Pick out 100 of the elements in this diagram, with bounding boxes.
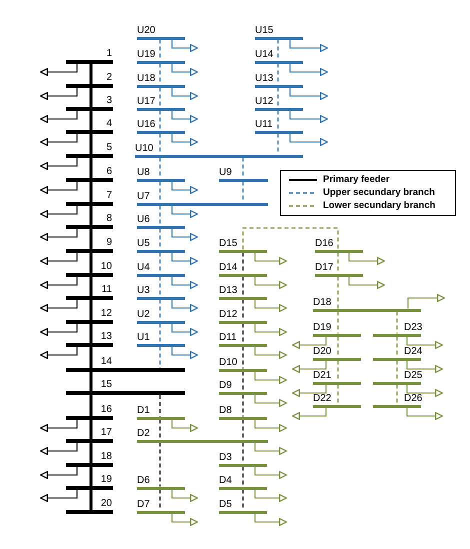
load-symbol [435, 389, 443, 397]
branch-line [159, 324, 161, 344]
bus-label: U12 [255, 96, 274, 106]
load-symbol [279, 399, 287, 407]
load-symbol [40, 68, 48, 76]
bus-label: U19 [137, 50, 156, 60]
load-line [300, 384, 327, 394]
load-line [48, 420, 78, 429]
load-line [48, 300, 78, 309]
load-symbol [40, 447, 48, 455]
load-line [406, 336, 435, 346]
bus-label: U4 [137, 262, 150, 272]
bus-label: D24 [404, 346, 422, 356]
feeder-line [90, 420, 92, 439]
bus-label: D5 [219, 500, 232, 510]
bus-label: U6 [137, 214, 150, 224]
bus-label: U7 [137, 192, 150, 202]
feeder-line [90, 88, 92, 107]
load-line [171, 182, 190, 191]
bus-label: U11 [255, 120, 273, 130]
load-symbol [40, 257, 48, 265]
feeder-line [90, 395, 92, 416]
load-line [171, 110, 190, 120]
load-symbol [279, 494, 287, 502]
load-line [171, 324, 190, 333]
load-symbol [320, 44, 328, 52]
load-line [348, 252, 377, 262]
bus-label: D21 [313, 370, 332, 380]
load-line [48, 277, 78, 286]
bus-label: D14 [219, 262, 238, 272]
load-line [171, 300, 190, 309]
branch-line [159, 158, 161, 178]
load-line [171, 64, 190, 73]
branch-line [277, 40, 279, 60]
branch-line [277, 64, 279, 84]
load-line [171, 252, 190, 262]
bus-label: D26 [404, 394, 422, 404]
load-line [48, 490, 78, 499]
bus-label: D16 [315, 238, 334, 248]
load-line [254, 442, 279, 452]
feeder-line [90, 229, 92, 249]
load-line [407, 297, 437, 308]
load-line [48, 88, 78, 97]
bus-label: D11 [219, 332, 237, 342]
load-symbol [377, 257, 385, 265]
load-line [171, 514, 190, 523]
load-line [406, 360, 435, 370]
load-symbol [40, 162, 48, 170]
bus-label: D13 [219, 286, 238, 296]
bus-label: 19 [100, 475, 112, 485]
load-symbol [320, 68, 328, 76]
load-line [254, 490, 279, 499]
load-symbol [279, 447, 287, 455]
bus-label: D19 [313, 322, 332, 332]
load-symbol [40, 424, 48, 432]
branch-line [242, 252, 244, 274]
bus-label: 6 [106, 167, 112, 177]
bus-label: D2 [137, 428, 150, 438]
load-symbol [437, 294, 445, 302]
bus-label: U15 [255, 26, 274, 36]
bus-label: 7 [106, 191, 112, 201]
load-symbol [190, 138, 198, 146]
branch-line [159, 395, 161, 416]
load-line [254, 394, 279, 404]
branch-line [159, 252, 161, 274]
load-line [254, 324, 279, 333]
bus-label: D1 [137, 406, 150, 416]
branch-line [242, 442, 244, 464]
load-line [48, 64, 78, 73]
load-symbol [292, 389, 300, 397]
branch-line [242, 346, 244, 368]
load-symbol [190, 281, 198, 289]
feeder-line [90, 372, 92, 391]
bus-label: 9 [106, 238, 112, 248]
branch-line [242, 394, 244, 416]
load-symbol [279, 281, 287, 289]
load-symbol [40, 115, 48, 123]
bus-label: D7 [137, 500, 150, 510]
branch-line [242, 300, 244, 320]
branch-line [396, 312, 398, 334]
load-line [48, 182, 78, 191]
bus-label: U17 [137, 96, 156, 106]
load-symbol [320, 92, 328, 100]
load-symbol [190, 424, 198, 432]
load-line [289, 134, 320, 143]
feeder-line [90, 443, 92, 463]
branch-line [159, 490, 161, 510]
load-symbol [435, 341, 443, 349]
bus-label: 1 [106, 49, 112, 59]
branch-line [277, 134, 279, 154]
load-line [254, 276, 279, 286]
load-line [48, 253, 78, 262]
feeder-line [90, 300, 92, 320]
bus-label: U16 [137, 120, 156, 130]
bus-label: D12 [219, 310, 238, 320]
load-symbol [40, 304, 48, 312]
bus-label: U13 [255, 74, 274, 84]
load-line [171, 276, 190, 286]
load-line [348, 276, 377, 286]
load-line [171, 228, 190, 238]
